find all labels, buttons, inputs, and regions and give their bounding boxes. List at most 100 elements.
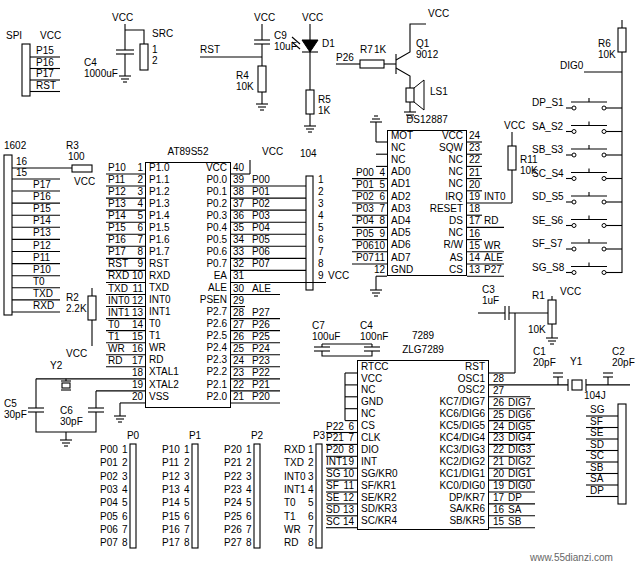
wire [606,131,622,132]
pin-number: 25 [233,343,244,355]
pin-number: 19 [469,191,480,203]
pin-name: OSC1 [458,373,485,385]
part-label: D1 [322,38,335,50]
wire [91,320,92,346]
pin-number: 1 [308,444,314,456]
net-label: SD [590,439,604,451]
net-label: SG [590,404,604,416]
net-label: P23 [224,484,242,496]
net-label: P01 [356,179,374,191]
switch-symbol [602,247,606,251]
pin-number: 3 [318,198,324,210]
pin-line [36,378,145,379]
pin-number: 8 [184,537,190,549]
pin-number: 27 [233,319,244,331]
net-label: DIG0 [508,480,531,492]
switch-symbol [572,200,576,204]
ground-symbol [372,118,380,119]
wire [65,432,66,434]
header-symbol [316,444,322,548]
net-label: P24 [252,343,270,355]
ground-symbol [308,131,312,132]
pin-line [345,384,357,385]
pin-name: SQW [439,142,463,154]
ground-symbol [306,128,314,129]
pin-name: P0.6 [206,246,227,258]
ground-symbol [304,125,316,126]
pin-number: 14 [469,252,480,264]
pin-number: 19 [493,480,504,492]
pin-number: 17 [469,215,480,227]
wire [95,391,96,408]
pin-number: 7 [122,524,128,536]
wire [322,351,372,356]
net-label: P06 [252,246,270,258]
pin-number: 23 [493,432,504,444]
pin-number: 21 [493,456,504,468]
net-label: DIG1 [508,468,531,480]
pin-number: 3 [122,471,128,483]
part-label: 1K [374,44,386,56]
ground-symbol [116,418,124,419]
pin-number: 19 [132,379,143,391]
pin-name: NC [391,154,405,166]
net-label: DP [590,485,604,497]
ground-symbol [260,109,264,110]
part-label: 10K [520,165,538,177]
pin-number: 2 [122,457,128,469]
wire [35,379,36,408]
resistor-symbol [618,28,626,52]
led-symbol [302,40,318,52]
switch-label: SD_S5 [532,191,564,203]
switch-symbol [572,247,576,251]
pin-number: 15 [493,516,504,528]
pin-number: 16 [16,156,27,168]
pin-name: VCC [361,373,382,385]
net-label: SA [590,473,603,485]
wire [409,102,410,106]
chip-box: AT89S52P1.0P1.1P1.2P1.3P1.4P1.5P1.6P1.7R… [145,162,231,408]
part-label: 100uF [312,331,340,343]
wire [249,160,250,174]
pin-name: SA/KR6 [449,503,485,515]
pin-number: 14 [132,319,143,331]
pin-number: 3 [246,471,252,483]
chip-name: 7289 [412,330,434,342]
speaker-symbol [406,88,414,102]
net-label: P17 [33,179,51,191]
switch-symbol [588,216,589,220]
net-label: INT0 [484,191,506,203]
pin-name: RTCC [361,361,389,373]
wire [606,248,622,249]
pin-number: 40 [233,162,244,174]
pin-name: KC4/DIG4 [439,432,485,444]
ground-symbol [64,445,68,446]
pin-number: 13 [132,307,143,319]
pin-number: 20 [469,179,480,191]
part-label: 10uF [274,41,297,53]
part-label: Y2 [50,360,62,372]
part-label: Q1 [416,38,429,50]
wire [566,154,572,155]
header-name: P1 [189,430,201,442]
pin-number: 16 [469,228,480,240]
wire [607,377,608,385]
pin-name: P1.5 [149,222,170,234]
pin-name: RST [465,361,485,373]
part-label: C6 [60,405,73,417]
pin-name: NC [449,178,463,190]
header-symbol [254,444,260,548]
net-label: P10 [162,444,180,456]
pin-name: SD/KR3 [361,503,397,515]
net-label: P13 [33,227,51,239]
pin-name: VCC [206,162,227,174]
pin-number: 6 [246,511,252,523]
crystal-symbol [61,380,71,381]
header-name: SPI [6,30,22,42]
pin-number: 7 [318,246,324,258]
part-label: 10K [236,81,254,93]
net-label: P03 [252,210,270,222]
resistor-symbol [548,300,556,324]
pin-number: 8 [246,537,252,549]
